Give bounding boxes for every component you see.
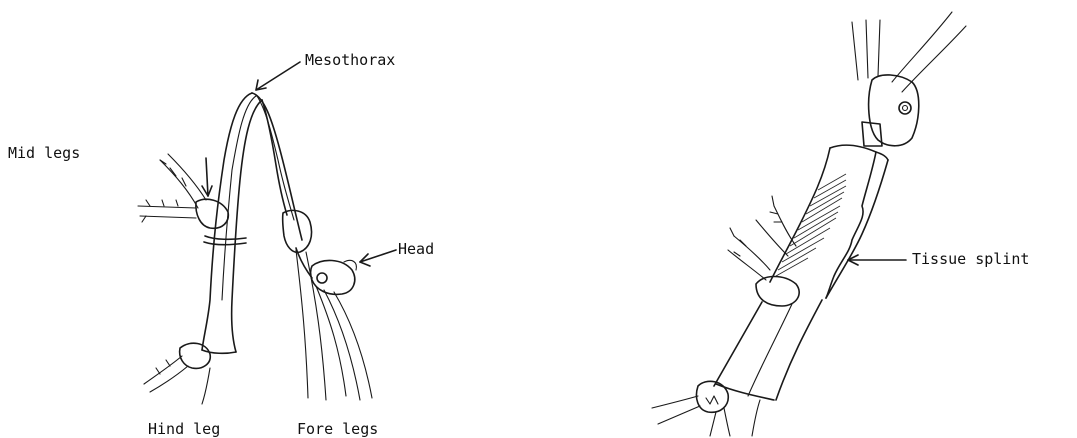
hind-leg-end xyxy=(202,368,210,404)
splint-hatching xyxy=(776,174,846,276)
mesothorax-arrow xyxy=(256,62,300,90)
fore-leg-4 xyxy=(334,292,372,398)
mid-leg-lower-spines xyxy=(142,200,178,222)
top-eye xyxy=(899,102,911,114)
mid-leg-lower xyxy=(138,206,196,218)
left-body-joint-2 xyxy=(204,242,246,245)
label-arrows xyxy=(202,62,906,266)
right-mid-leg-2 xyxy=(728,236,770,280)
mid-legs-arrow xyxy=(206,158,208,196)
bottom-leg-1 xyxy=(652,396,700,424)
splint-wave-right xyxy=(826,152,876,298)
hind-leg xyxy=(144,356,188,392)
fore-leg-5 xyxy=(296,250,308,398)
label-fore-legs: Fore legs xyxy=(297,422,378,437)
left-body-lower-end xyxy=(202,350,236,353)
right-body-inner-edge xyxy=(262,100,287,215)
left-insect-drawing xyxy=(138,93,372,404)
label-tissue-splint: Tissue splint xyxy=(912,252,1029,267)
lower-body-mid xyxy=(748,304,792,396)
bottom-joint-mark xyxy=(706,396,718,404)
top-line-1 xyxy=(852,22,858,80)
splint-top xyxy=(830,145,888,160)
bottom-joint xyxy=(696,381,728,412)
label-mid-legs: Mid legs xyxy=(8,146,80,161)
top-lower-block xyxy=(862,122,882,146)
label-head: Head xyxy=(398,242,434,257)
top-eye-pupil xyxy=(903,106,908,111)
bottom-leg-3 xyxy=(752,400,760,436)
right-insect-drawing xyxy=(652,12,966,436)
lower-body-right xyxy=(776,300,822,400)
label-mesothorax: Mesothorax xyxy=(305,53,395,68)
label-hind-leg: Hind leg xyxy=(148,422,220,437)
top-line-2 xyxy=(866,20,868,78)
right-mid-leg-2-spines xyxy=(730,228,746,256)
head-eye xyxy=(317,273,327,283)
left-body-inner-edge xyxy=(232,100,262,352)
top-line-3 xyxy=(878,20,880,76)
lower-body-left xyxy=(714,302,762,386)
hind-leg-joint xyxy=(180,343,211,368)
mid-leg-joint xyxy=(196,199,228,228)
